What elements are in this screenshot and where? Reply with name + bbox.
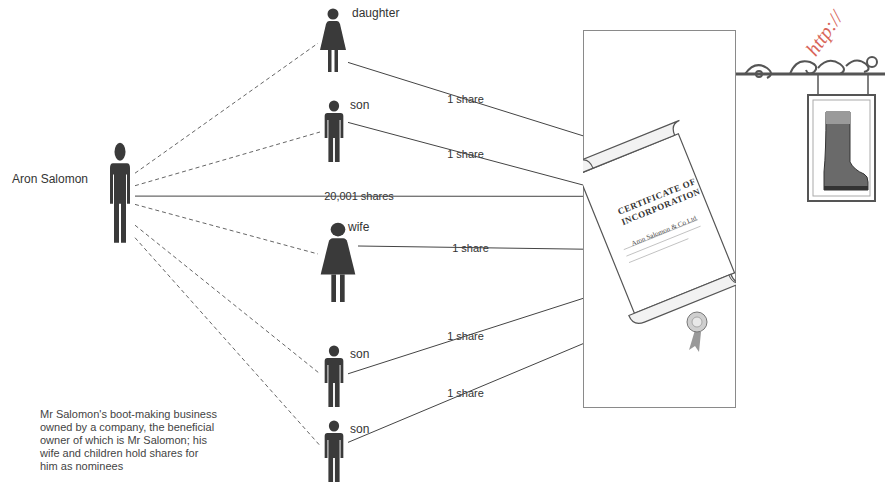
shareholding-line <box>348 298 583 373</box>
person-figure <box>320 420 348 484</box>
nominee-link <box>135 43 318 173</box>
sign-chain <box>818 74 868 95</box>
person-node: wife <box>318 222 358 302</box>
share-count: 1 share <box>449 242 492 254</box>
shareholding-line <box>348 62 583 135</box>
person-name: son <box>350 98 369 112</box>
shareholding-line <box>348 122 583 185</box>
person-name: Aron Salomon <box>12 172 88 186</box>
boot-highlight <box>826 112 850 124</box>
person-figure <box>320 100 348 164</box>
person-figure <box>318 222 358 302</box>
certificate-scroll <box>583 30 736 408</box>
person-figure <box>105 142 135 246</box>
caption-note: Mr Salomon's boot-making business owned … <box>40 408 218 473</box>
nominee-link <box>135 225 320 374</box>
share-count: 1 share <box>444 330 487 342</box>
nominee-link <box>135 204 318 254</box>
nominee-link <box>135 238 320 446</box>
nominee-link <box>135 132 320 186</box>
watermark: http:// <box>801 7 848 60</box>
person-figure <box>320 345 348 409</box>
person-node: Aron Salomon <box>10 142 135 246</box>
person-node: son <box>320 420 348 484</box>
person-figure <box>318 8 348 72</box>
sign-bracket <box>736 57 885 78</box>
person-name: son <box>350 347 369 361</box>
share-count: 20,001 shares <box>321 190 397 202</box>
person-node: daughter <box>318 8 348 72</box>
person-node: son <box>320 100 348 164</box>
person-name: wife <box>348 220 369 234</box>
share-count: 1 share <box>444 148 487 160</box>
shareholding-line <box>358 246 583 249</box>
sign-board <box>808 95 875 201</box>
person-node: son <box>320 345 348 409</box>
person-name: daughter <box>352 6 399 20</box>
boot-sole <box>824 186 868 190</box>
person-name: son <box>350 422 369 436</box>
sign-inner-border <box>813 100 870 196</box>
shareholding-line <box>348 344 583 443</box>
shareholding-line <box>135 196 583 197</box>
share-count: 1 share <box>444 387 487 399</box>
certificate-frame: CERTIFICATE OF INCORPORATIONAron Salomon… <box>583 30 736 408</box>
share-count: 1 share <box>444 93 487 105</box>
boot-illustration <box>824 112 868 190</box>
